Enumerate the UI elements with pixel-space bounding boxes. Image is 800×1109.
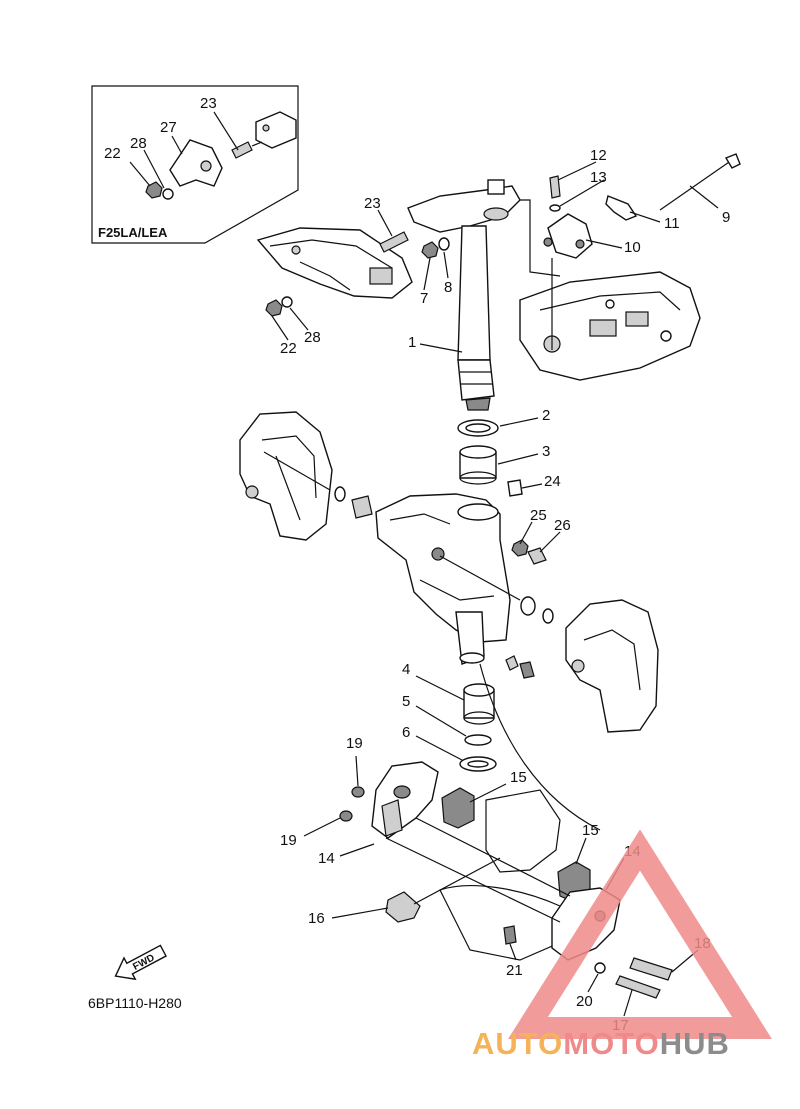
watermark-part-moto: MOTO [563, 1026, 659, 1061]
washer-8 [438, 237, 450, 251]
bushing-right [520, 596, 536, 616]
callout-24: 24 [544, 473, 561, 490]
callout-22: 22 [280, 340, 297, 357]
bolt-17 [615, 975, 661, 999]
steering-arm [407, 179, 521, 233]
washer-20 [594, 962, 606, 974]
o-ring-5 [464, 734, 492, 746]
clamp-bracket-left [239, 411, 333, 541]
callout-1: 1 [408, 334, 416, 351]
inset-bracket-27 [169, 139, 223, 187]
steering-column [457, 225, 495, 411]
callout-20: 20 [576, 993, 593, 1010]
callout-8: 8 [444, 279, 452, 296]
watermark-part-hub: HUB [660, 1026, 730, 1061]
callout-5: 5 [402, 693, 410, 710]
nut-25 [511, 539, 529, 557]
callout-23: 23 [364, 195, 381, 212]
callout-19-upper: 19 [346, 735, 363, 752]
fwd-label: FWD [131, 952, 156, 972]
washer-28 [281, 296, 293, 308]
pad-15-upper [441, 787, 475, 829]
bolt-12 [549, 175, 561, 199]
callout-25: 25 [530, 507, 547, 524]
callout-16: 16 [308, 910, 325, 927]
plate-11 [605, 195, 638, 221]
callout-23-inset: 23 [200, 95, 217, 112]
callout-28: 28 [304, 329, 321, 346]
bottom-cowling-plate [519, 271, 701, 381]
callout-21: 21 [506, 962, 523, 979]
callout-14-upper: 14 [318, 850, 335, 867]
callout-6: 6 [402, 724, 410, 741]
inset-block [255, 111, 297, 149]
callout-3: 3 [542, 443, 550, 460]
callout-28-inset: 28 [130, 135, 147, 152]
callout-11: 11 [664, 215, 680, 232]
fwd-arrow-icon: FWD [114, 944, 167, 981]
callout-26: 26 [554, 517, 571, 534]
callout-15-upper: 15 [510, 769, 527, 786]
screw-21 [503, 925, 517, 945]
nut-19-upper [351, 786, 365, 798]
bushing-4 [463, 683, 495, 725]
diagram-code: 6BP1110-H280 [88, 995, 182, 1011]
washer-13 [549, 204, 561, 212]
callout-2: 2 [542, 407, 550, 424]
callout-15-lower: 15 [582, 822, 599, 839]
bushing-3 [459, 445, 497, 485]
inset-stud-23 [231, 141, 253, 159]
nut-19-lower [339, 810, 353, 822]
callout-12: 12 [590, 147, 607, 164]
upper-bracket-assembly [256, 227, 413, 299]
callout-4: 4 [402, 661, 410, 678]
watermark-text: AUTOMOTOHUB [472, 1026, 730, 1061]
watermark-logo [508, 829, 772, 1039]
callout-19-lower: 19 [280, 832, 297, 849]
nut-22 [265, 299, 283, 317]
bolt-18 [629, 957, 673, 981]
callout-10: 10 [624, 239, 641, 256]
mount-14-upper [371, 761, 439, 839]
callout-22-inset: 22 [104, 145, 121, 162]
watermark-part-auto: AUTO [472, 1026, 563, 1061]
bolt-9 [659, 159, 733, 211]
callout-7: 7 [420, 290, 428, 307]
clamp-bracket-right [565, 599, 659, 733]
callout-9: 9 [722, 209, 730, 226]
clip-24 [507, 479, 523, 497]
plate-16 [385, 891, 421, 923]
bracket-10 [547, 213, 593, 259]
swivel-bracket [375, 493, 511, 665]
bolt-26 [527, 547, 547, 565]
inset-frame: F25LA/LEA [91, 85, 299, 244]
nut-7 [421, 241, 439, 259]
callout-27: 27 [160, 119, 177, 136]
inset-washer-28 [162, 188, 174, 200]
inset-title: F25LA/LEA [98, 225, 168, 240]
stud-23 [379, 231, 409, 253]
callout-13: 13 [590, 169, 607, 186]
